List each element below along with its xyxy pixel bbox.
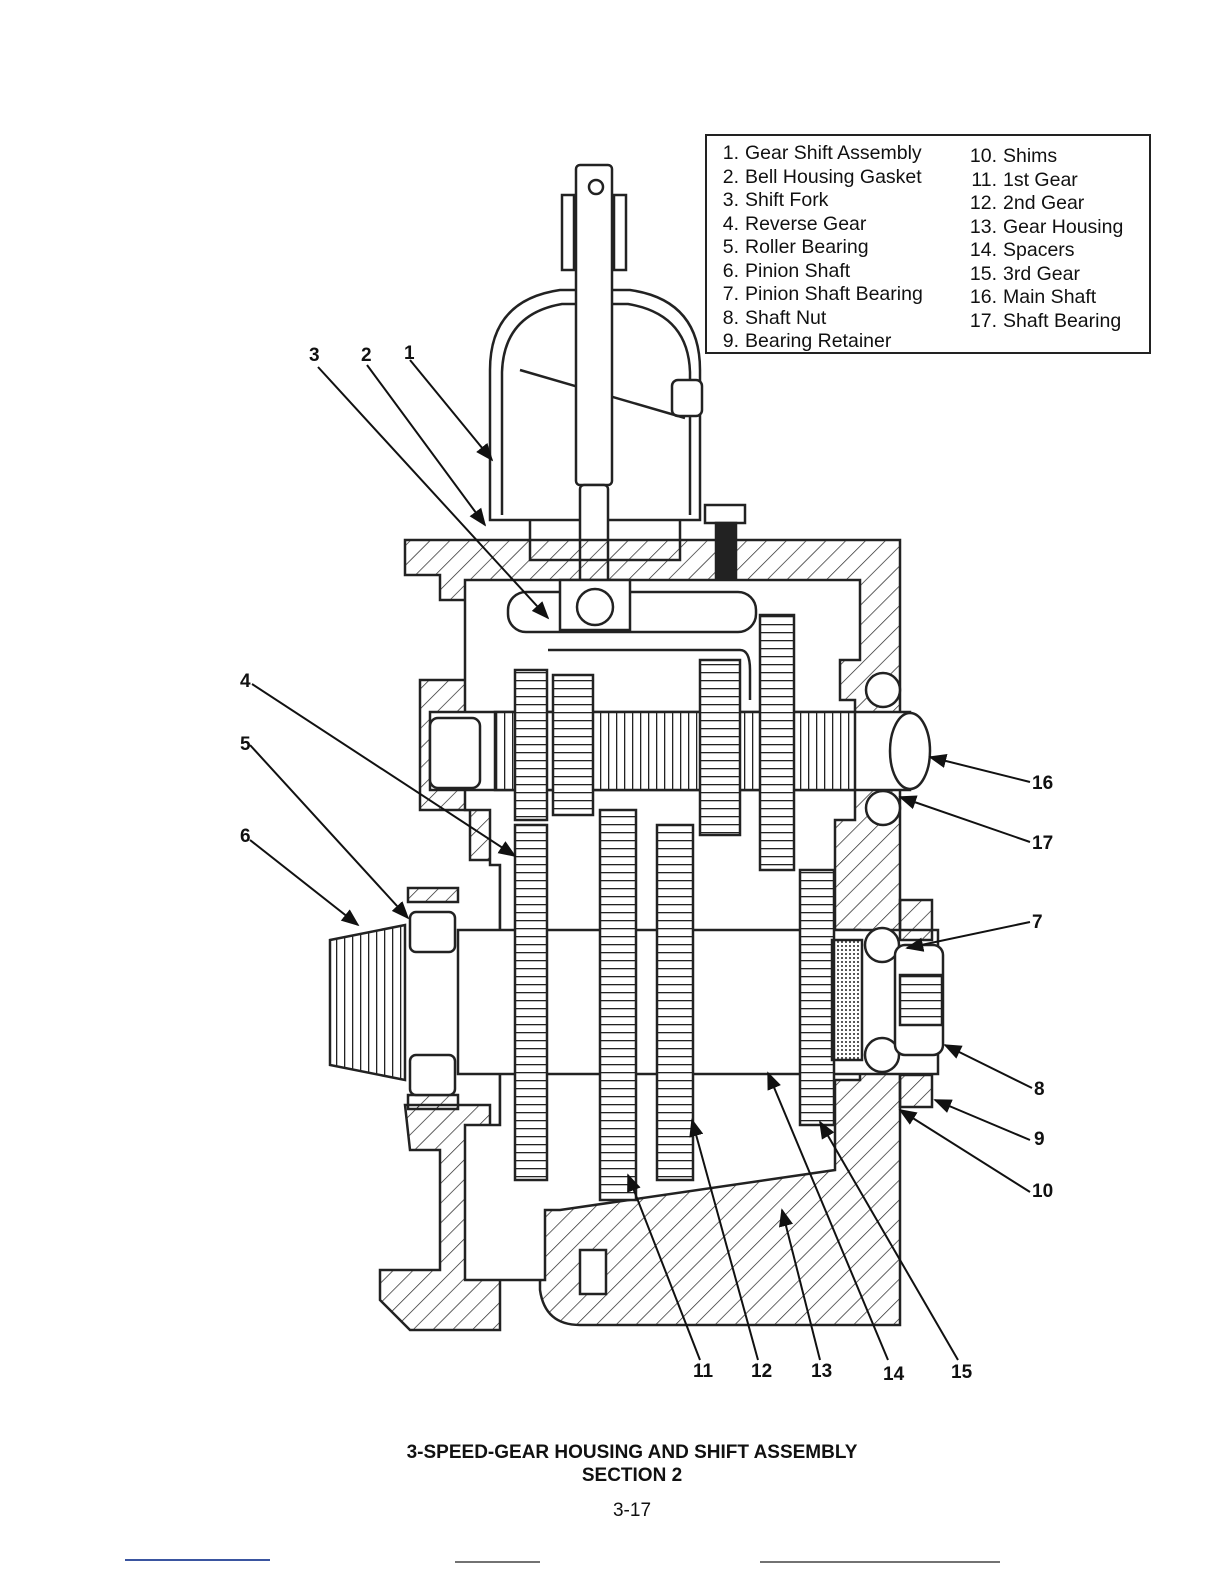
callout-1: 1 xyxy=(404,343,415,364)
callout-13: 13 xyxy=(811,1361,833,1382)
callout-7: 7 xyxy=(1032,912,1043,933)
legend-item: 1. Gear Shift Assembly xyxy=(717,142,923,166)
callout-2: 2 xyxy=(361,345,372,366)
legend-label: Pinion Shaft Bearing xyxy=(745,283,923,305)
leader-17 xyxy=(898,795,1031,843)
legend-item: 7. Pinion Shaft Bearing xyxy=(717,283,923,307)
leader-7 xyxy=(905,921,1031,952)
legend-label: Gear Housing xyxy=(1003,215,1124,238)
legend-label: Shaft Bearing xyxy=(1003,309,1122,332)
shift-fork-rail xyxy=(506,578,758,700)
pinion-shaft xyxy=(328,808,945,1202)
legend-item: 17. Shaft Bearing xyxy=(965,310,1123,334)
legend-label: 3rd Gear xyxy=(1003,262,1080,285)
legend-number: 8. xyxy=(722,306,739,329)
leader-6 xyxy=(249,839,360,927)
leader-4 xyxy=(251,683,517,857)
legend-item: 14. Spacers xyxy=(965,239,1123,263)
legend-number: 12. xyxy=(969,192,997,214)
legend-label: Gear Shift Assembly xyxy=(745,142,922,164)
legend-label: Reverse Gear xyxy=(745,212,867,235)
callout-8: 8 xyxy=(1034,1079,1045,1100)
callout-14: 14 xyxy=(883,1364,905,1385)
legend-item: 15. 3rd Gear xyxy=(965,263,1123,287)
leader-9 xyxy=(933,1099,1031,1141)
legend-item: 13. Gear Housing xyxy=(965,216,1123,240)
callout-4: 4 xyxy=(240,671,251,692)
legend-number: 16. xyxy=(969,286,997,308)
legend-number: 10. xyxy=(969,145,997,167)
callout-15: 15 xyxy=(951,1362,973,1383)
leader-8 xyxy=(943,1044,1033,1089)
legend-column-left: 1. Gear Shift Assembly 2. Bell Housing Gas… xyxy=(717,142,923,354)
leader-3 xyxy=(317,366,550,620)
legend-number: 17. xyxy=(969,309,997,332)
leader-16 xyxy=(928,753,1031,783)
legend-item: 6. Pinion Shaft xyxy=(717,260,923,284)
leader-2 xyxy=(366,364,487,527)
legend-label: 1st Gear xyxy=(1003,168,1078,191)
figure-caption-title: 3-SPEED-GEAR HOUSING AND SHIFT ASSEMBLY xyxy=(406,1442,858,1463)
legend-item: 9. Bearing Retainer xyxy=(717,330,923,354)
legend-number: 2. xyxy=(722,165,739,188)
callout-3: 3 xyxy=(309,345,320,366)
callout-10: 10 xyxy=(1032,1181,1054,1202)
leader-15 xyxy=(819,1120,959,1361)
legend-item: 8. Shaft Nut xyxy=(717,307,923,331)
legend-item: 11. 1st Gear xyxy=(965,169,1123,193)
legend-item: 3. Shift Fork xyxy=(717,189,923,213)
callout-5: 5 xyxy=(240,734,251,755)
legend-item: 16. Main Shaft xyxy=(965,286,1123,310)
leader-5 xyxy=(249,744,410,920)
legend-item: 2. Bell Housing Gasket xyxy=(717,166,923,190)
legend-number: 6. xyxy=(722,259,739,282)
leader-12 xyxy=(689,1118,759,1361)
legend-number: 3. xyxy=(722,189,739,211)
legend-item: 10. Shims xyxy=(965,145,1123,169)
legend-number: 4. xyxy=(722,212,739,235)
legend-column-right: 10. Shims 11. 1st Gear 12. 2nd Gear 13. Gear… xyxy=(965,145,1123,333)
page-number: 3-17 xyxy=(612,1500,652,1521)
leader-11 xyxy=(627,1173,701,1361)
callout-17: 17 xyxy=(1032,833,1054,854)
callout-6: 6 xyxy=(240,826,251,847)
main-shaft xyxy=(428,613,932,872)
legend-number: 1. xyxy=(722,142,739,164)
legend-item: 4. Reverse Gear xyxy=(717,213,923,237)
callout-9: 9 xyxy=(1034,1129,1045,1150)
legend-label: 2nd Gear xyxy=(1003,192,1085,214)
legend-label: Bearing Retainer xyxy=(745,330,892,352)
legend-number: 13. xyxy=(969,215,997,238)
legend-label: Spacers xyxy=(1003,239,1075,261)
legend-label: Main Shaft xyxy=(1003,286,1097,308)
leader-13 xyxy=(778,1208,821,1361)
leader-14 xyxy=(767,1071,889,1361)
legend-label: Shims xyxy=(1003,145,1058,167)
callout-12: 12 xyxy=(751,1361,773,1382)
legend-label: Roller Bearing xyxy=(745,236,869,258)
leader-lines xyxy=(249,359,1033,1361)
leader-1 xyxy=(409,359,494,462)
page-edge-marks xyxy=(125,1559,1000,1563)
figure-caption-section: SECTION 2 xyxy=(581,1465,683,1486)
legend-label: Bell Housing Gasket xyxy=(745,165,922,188)
legend-label: Pinion Shaft xyxy=(745,259,851,282)
legend-number: 14. xyxy=(969,239,997,261)
callout-16: 16 xyxy=(1032,773,1054,794)
legend-label: Shaft Nut xyxy=(745,306,827,329)
legend-number: 9. xyxy=(722,330,739,352)
parts-legend: 1. Gear Shift Assembly 2. Bell Housing Gas… xyxy=(705,134,1151,354)
legend-item: 5. Roller Bearing xyxy=(717,236,923,260)
legend-number: 15. xyxy=(969,262,997,285)
legend-number: 5. xyxy=(722,236,739,258)
legend-item: 12. 2nd Gear xyxy=(965,192,1123,216)
legend-number: 11. xyxy=(971,168,997,191)
legend-number: 7. xyxy=(722,283,739,305)
leader-10 xyxy=(898,1109,1031,1193)
legend-label: Shift Fork xyxy=(745,189,829,211)
callout-11: 11 xyxy=(693,1361,714,1382)
